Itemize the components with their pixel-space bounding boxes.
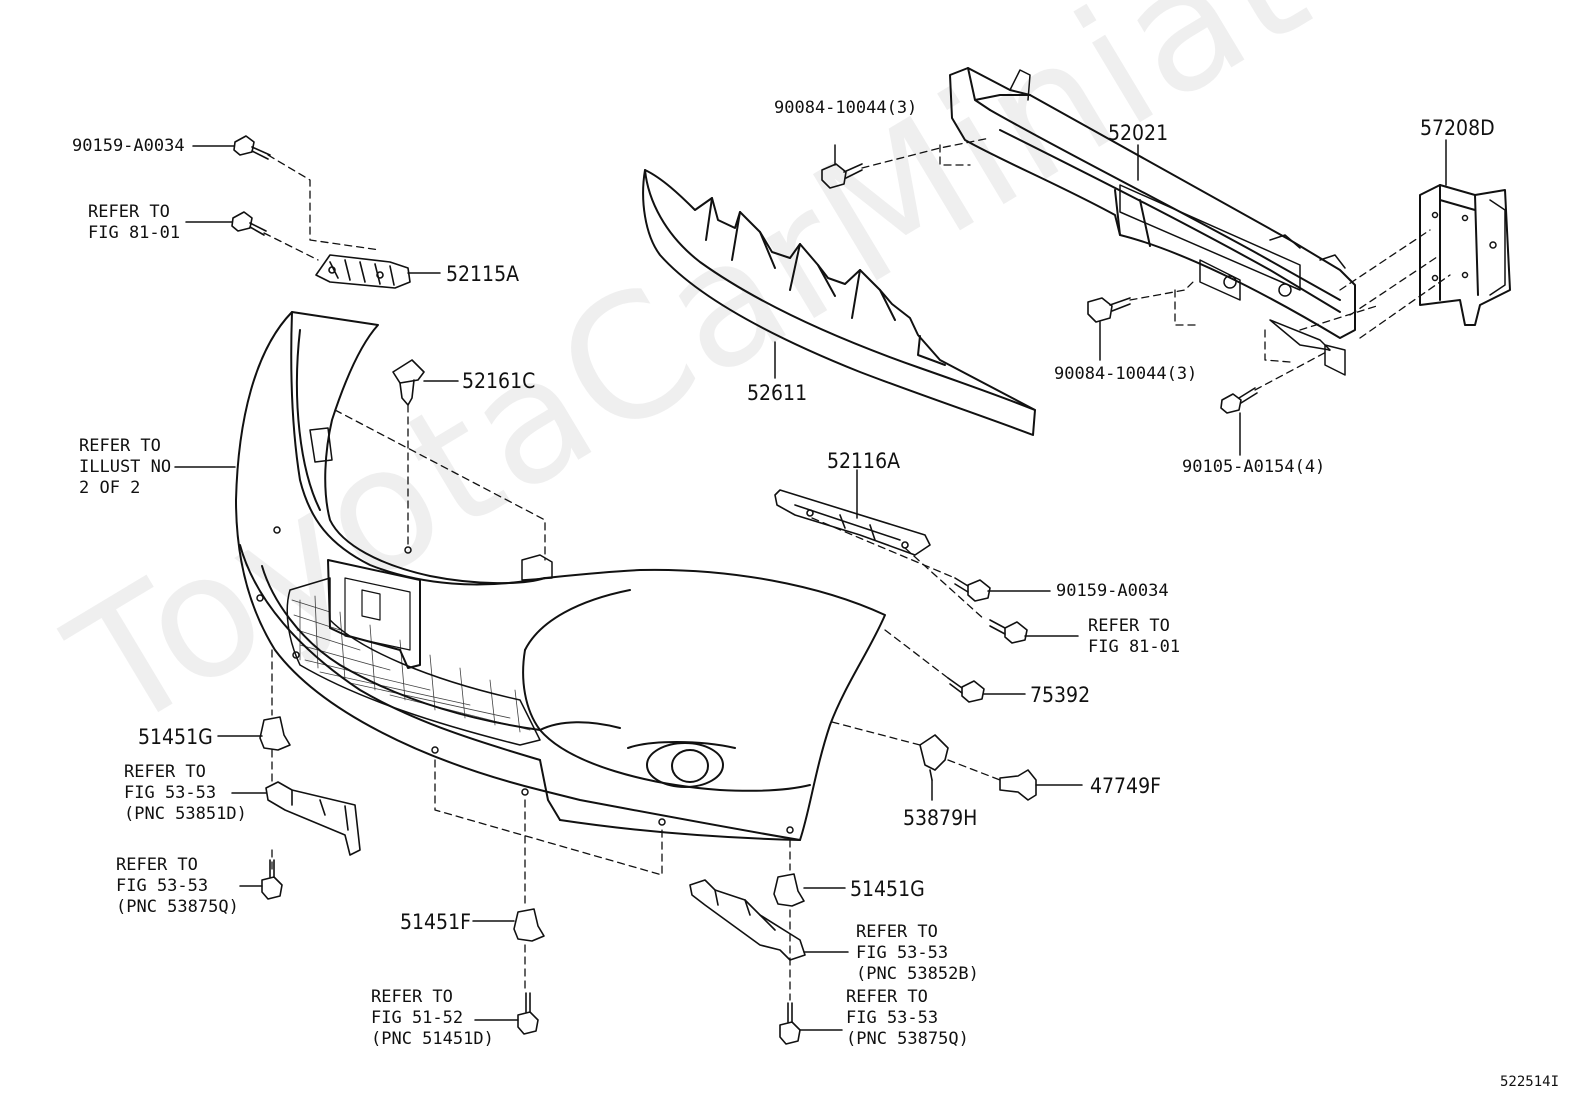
callout-52116a: 52116A: [827, 449, 901, 473]
callout-90105-a0154: 90105-A0154(4): [1182, 457, 1326, 477]
callout-51451g-right: 51451G: [850, 877, 925, 901]
callout-47749f: 47749F: [1090, 774, 1161, 798]
retainer-right-drawing: [774, 489, 931, 556]
callout-refer-illust: REFER TO ILLUST NO 2 OF 2: [79, 436, 172, 498]
bumper-cover-drawing: [235, 311, 886, 841]
leader-lines: [174, 139, 1447, 1031]
illustration-id: 522514I: [1500, 1074, 1560, 1090]
callout-53879h: 53879H: [903, 806, 978, 830]
callout-57208d: 57208D: [1420, 116, 1495, 140]
callout-90159-a0034-top: 90159-A0034: [72, 136, 185, 156]
assembly-lines: [263, 137, 1451, 1001]
callout-52115a: 52115A: [446, 262, 520, 286]
callout-52021: 52021: [1108, 121, 1169, 145]
bracket-bottom-right-drawing: [689, 879, 806, 961]
callout-75392: 75392: [1030, 683, 1091, 707]
callout-51451f: 51451F: [400, 910, 471, 934]
bracket-right-drawing: [1419, 184, 1511, 326]
callout-refer-fig-81-01-top: REFER TO FIG 81-01: [88, 202, 181, 243]
fasteners-drawing: [231, 135, 1258, 1045]
reinforcement-drawing: [949, 67, 1356, 376]
callout-refer-53851d: REFER TO FIG 53-53 (PNC 53851D): [124, 762, 247, 824]
callout-refer-53875q-left: REFER TO FIG 53-53 (PNC 53875Q): [116, 855, 239, 917]
callout-52161c: 52161C: [462, 369, 536, 393]
callout-90084-10044-top: 90084-10044(3): [774, 98, 918, 118]
energy-absorber-drawing: [642, 169, 1036, 436]
callout-90084-10044-bottom: 90084-10044(3): [1054, 364, 1198, 384]
callout-refer-53875q-right: REFER TO FIG 53-53 (PNC 53875Q): [846, 987, 969, 1049]
callout-refer-fig-81-01-right: REFER TO FIG 81-01: [1088, 616, 1181, 657]
callout-52611: 52611: [747, 381, 808, 405]
callout-refer-53852b: REFER TO FIG 53-53 (PNC 53852B): [856, 922, 979, 984]
bracket-bottom-left-drawing: [265, 781, 361, 856]
retainer-left-drawing: [315, 254, 411, 289]
callout-90159-a0034-right: 90159-A0034: [1056, 581, 1169, 601]
callout-51451g-left: 51451G: [138, 725, 213, 749]
callout-refer-51451d: REFER TO FIG 51-52 (PNC 51451D): [371, 987, 494, 1049]
